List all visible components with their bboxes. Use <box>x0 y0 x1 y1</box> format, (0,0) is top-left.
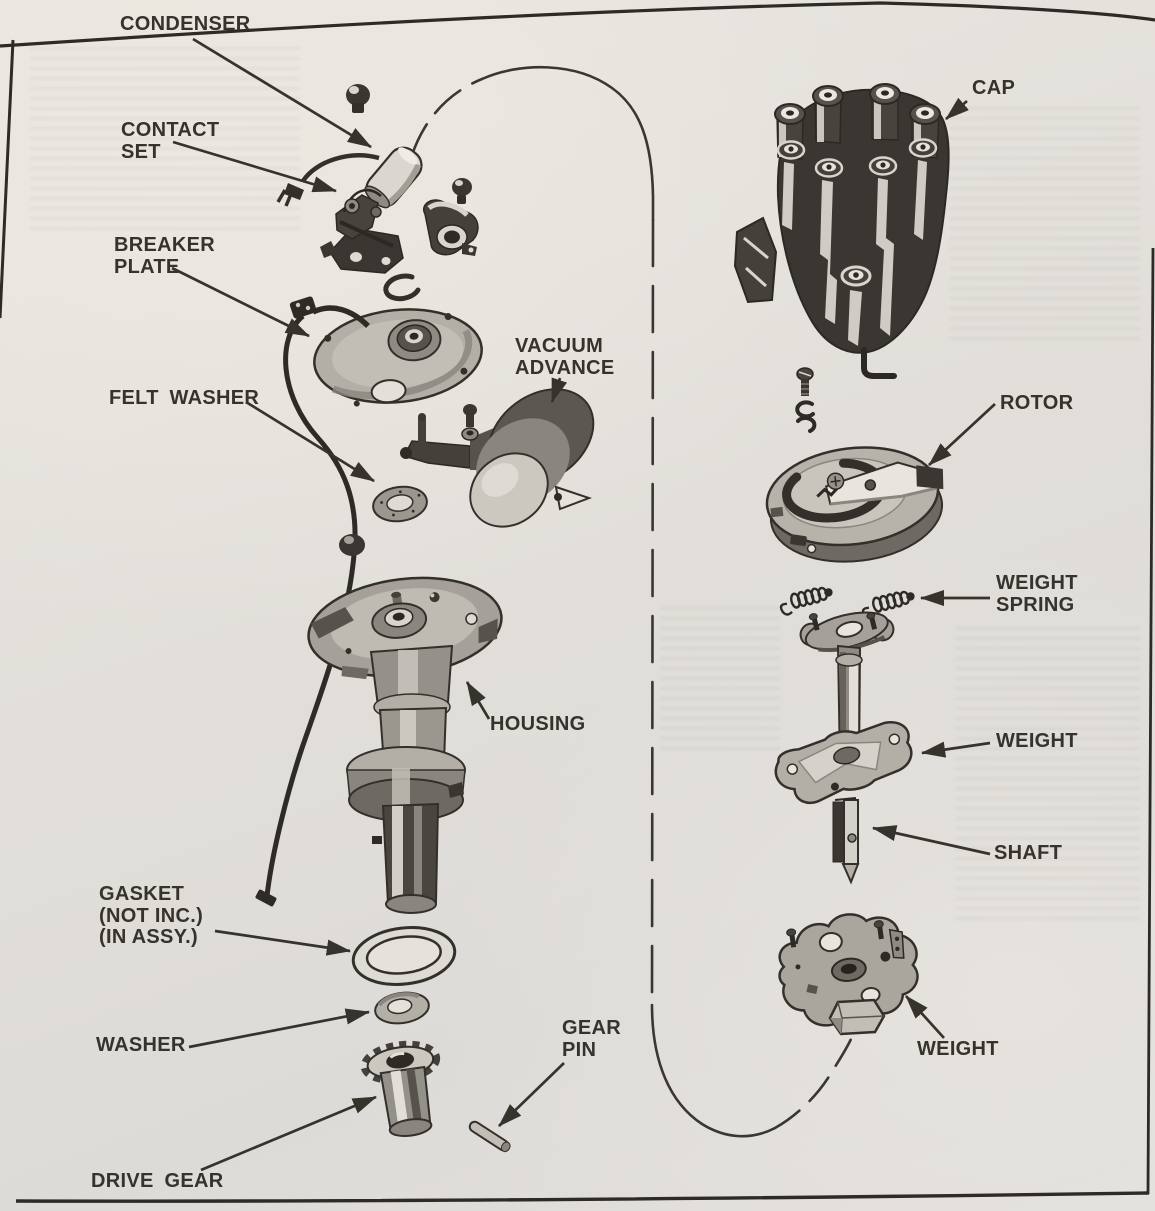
washer-part <box>374 991 430 1025</box>
drive-gear-part <box>360 1040 441 1137</box>
distributor-cap-part <box>733 83 950 379</box>
housing-part <box>307 576 503 914</box>
weight-shaft-assembly <box>774 611 913 804</box>
weight-lower-part <box>778 913 919 1036</box>
label-cap: CAP <box>972 77 1016 99</box>
label-drive-gear: DRIVE GEAR <box>91 1170 224 1192</box>
arrow-cap <box>945 97 969 121</box>
rotor-screw-and-clips <box>795 367 817 433</box>
contact-set-part <box>320 188 404 274</box>
felt-washer-part <box>372 485 428 523</box>
label-weight-spring: WEIGHT SPRING <box>996 572 1078 616</box>
gasket-part <box>351 926 457 986</box>
arrow-felt-washer <box>245 400 375 483</box>
arrow-breaker-plate <box>171 266 310 338</box>
label-felt-washer: FELT WASHER <box>109 387 260 409</box>
divider-dashed-curve <box>410 65 854 1138</box>
arrow-housing <box>465 681 491 720</box>
label-condenser: CONDENSER <box>120 13 251 35</box>
arrow-condenser <box>192 37 372 149</box>
breaker-plate-part <box>289 296 483 407</box>
arrow-shaft <box>871 825 991 856</box>
snap-ring-part <box>383 273 421 302</box>
rotor-part <box>765 446 944 563</box>
label-washer: WASHER <box>96 1034 186 1056</box>
weight-spring-left <box>779 586 833 616</box>
arrow-rotor <box>928 403 996 466</box>
label-shaft: SHAFT <box>994 842 1063 864</box>
arrow-gear-pin <box>498 1062 565 1127</box>
label-gasket: GASKET (NOT INC.) (IN ASSY.) <box>99 883 204 948</box>
arrow-weight-lower <box>904 995 946 1039</box>
shaft-part <box>832 797 860 885</box>
arrow-drive-gear <box>200 1095 377 1172</box>
leader-arrows <box>171 37 996 1172</box>
label-rotor: ROTOR <box>1000 392 1074 414</box>
label-breaker-plate: BREAKER PLATE <box>114 234 215 278</box>
arrow-gasket <box>214 929 352 956</box>
label-contact-set: CONTACT SET <box>121 119 220 163</box>
arrow-contact-set <box>172 140 338 193</box>
mounting-screw-top <box>346 84 370 113</box>
arrow-vacuum-advance <box>550 377 568 404</box>
gear-pin-part <box>468 1120 511 1153</box>
label-weight-center: WEIGHT <box>996 730 1078 752</box>
label-weight-lower: WEIGHT <box>917 1038 999 1060</box>
contact-set-screw <box>452 178 472 204</box>
label-housing: HOUSING <box>490 713 586 735</box>
label-vacuum-advance: VACUUM ADVANCE <box>515 335 615 379</box>
arrow-washer <box>188 1008 371 1049</box>
primary-wire <box>255 314 365 907</box>
arrow-weight-center <box>920 741 991 758</box>
vacuum-advance-part <box>400 388 595 528</box>
cam-lubricator-part <box>423 199 479 256</box>
label-gear-pin: GEAR PIN <box>562 1017 621 1061</box>
